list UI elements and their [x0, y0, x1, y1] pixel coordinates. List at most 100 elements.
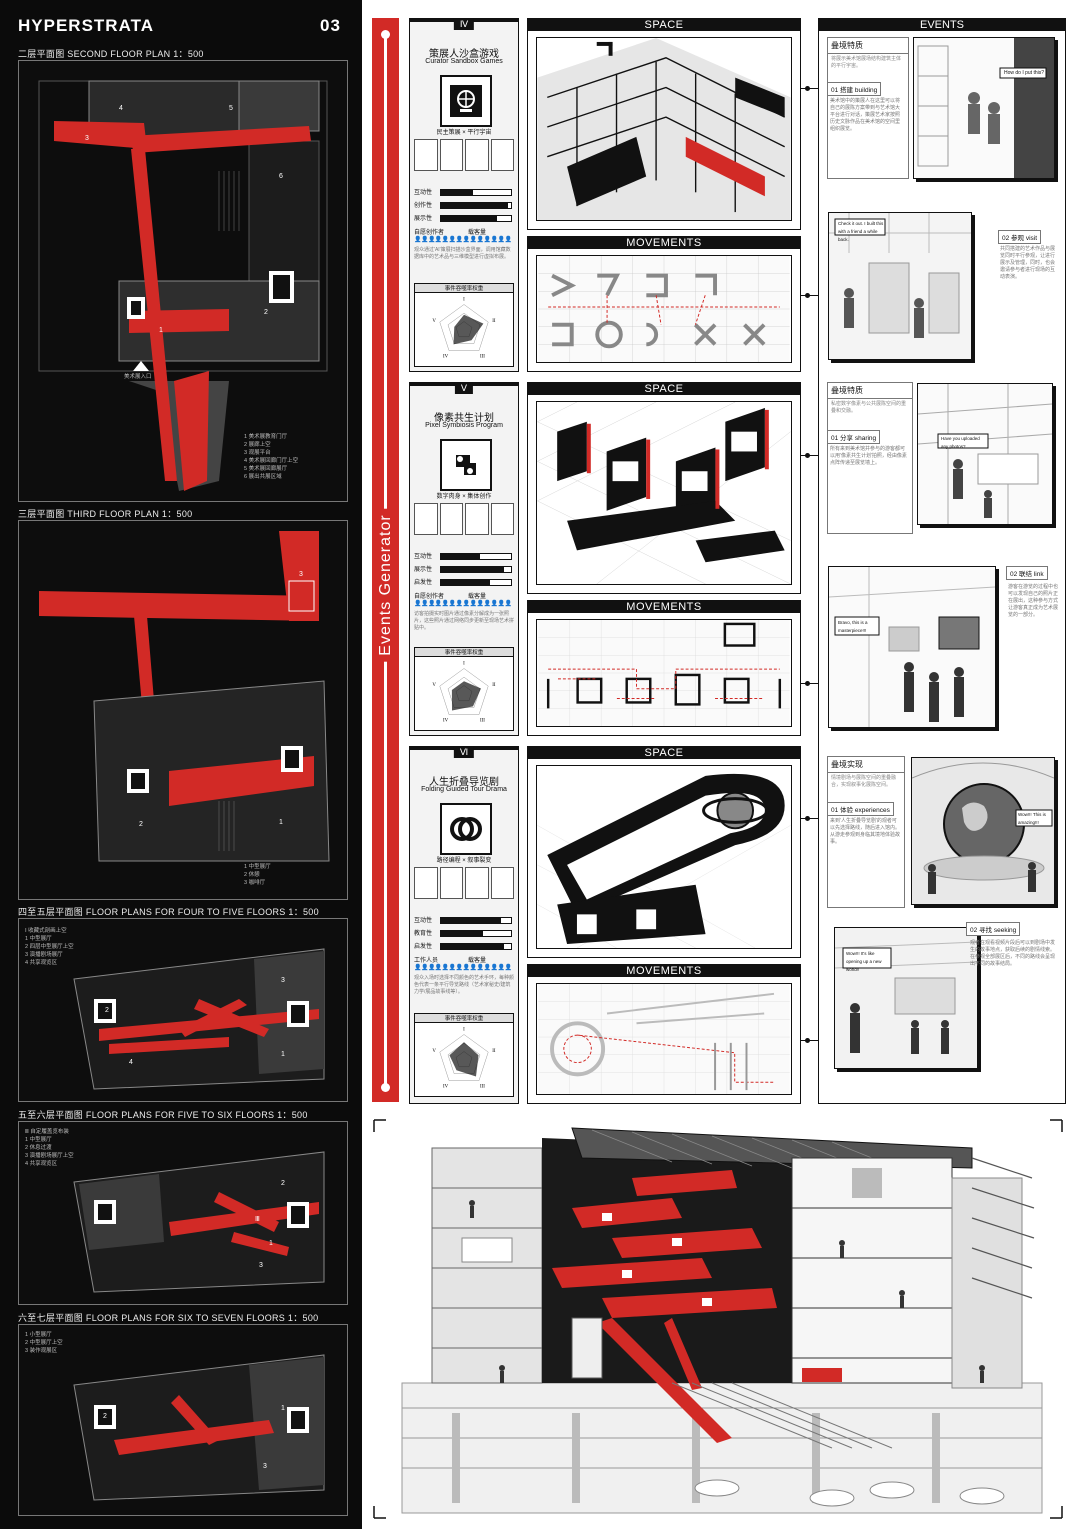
- event-step-label: 02 参观 visit: [998, 230, 1042, 244]
- plan-label: 2: [264, 309, 268, 316]
- program-title-cn: 像素共生计划: [434, 413, 494, 424]
- event-step-label: 01 搭建 building: [827, 82, 882, 96]
- movements-panel-6: MOVEMENTS: [527, 964, 801, 1104]
- plan-label: 3: [259, 1262, 263, 1269]
- speech-bubble: Wow!!! It's like opening up a new world!…: [846, 951, 882, 972]
- radar-axis-label: IV: [443, 718, 449, 723]
- program-tag: 数字肉身 × 集体创作: [436, 494, 492, 500]
- event-text-3: 叠境特质私密数字像素与公共展陈空间的重叠和交融。: [827, 382, 913, 534]
- movements-panel-5: MOVEMENTS: [527, 600, 801, 736]
- radar-grid: [439, 1034, 489, 1081]
- plan-label: 2: [281, 1180, 285, 1187]
- event-step-label: 01 分享 sharing: [827, 430, 881, 444]
- plan-caption-3f: 三层平面图 THIRD FLOOR PLAN 1：500: [18, 509, 193, 519]
- radar-shape: [451, 681, 481, 711]
- plan-3f-drawing: [39, 531, 330, 862]
- event-step-label: 02 寻找 seeking: [966, 922, 1021, 936]
- speech-bubble: How do I put this?: [1004, 70, 1045, 76]
- plan-5-6f-drawing: [73, 1151, 325, 1293]
- program-tag: 路径编程 × 叙事裂变: [436, 858, 492, 864]
- plan-caption-4-5f: 四至五层平面图 FLOOR PLANS FOR FOUR TO FIVE FLO…: [18, 907, 319, 917]
- program-sketches: [414, 503, 514, 535]
- event-step-text: 游客在游览的过程中也可以发现自己的照片正在展出，这种参与方式让游客真正成为艺术展…: [1008, 584, 1059, 618]
- plan-label: 3: [281, 977, 285, 984]
- page-number: 03: [320, 16, 341, 35]
- plan-entry-label: 美术展入口: [124, 374, 152, 380]
- plan-label: 6: [279, 173, 283, 180]
- pixel-node-icon: [440, 439, 492, 491]
- radar-grid: [447, 1042, 481, 1074]
- connector-dot: [805, 453, 810, 458]
- radar-axis-label: V: [432, 683, 436, 688]
- program-card-6: Ⅵ 人生折叠导览剧 Folding Guided Tour Drama 路径编程…: [409, 746, 519, 1104]
- event-text-5: 叠境实现情境剧场与展陈空间的重叠融合，实现叙事化展陈空间。: [827, 756, 905, 908]
- connector-dot: [805, 86, 810, 91]
- plan-label: 4: [129, 1059, 133, 1066]
- event-step-text: 观者在观看视频片段后可以到剧场中发生的故事地点，获取后续的剧情线索。在参观全部展…: [970, 940, 1056, 967]
- event-illustration-5: Wow!!! This is amazing!!!: [911, 757, 1055, 905]
- radar-axis-label: IV: [443, 1084, 449, 1089]
- plan-label: 2: [139, 821, 143, 828]
- connector-dot: [805, 816, 810, 821]
- radar-shape: [449, 1042, 479, 1077]
- radar-axis-label: IV: [443, 354, 449, 359]
- radar-shape: [453, 314, 484, 345]
- radar-axis-label: V: [432, 319, 436, 324]
- connector-dot: [805, 293, 810, 298]
- plan-label: 1: [159, 327, 163, 334]
- people-icons: 👤👤👤👤👤👤👤👤👤👤👤👤👤👤: [414, 601, 512, 607]
- plan-label: 2: [103, 1413, 107, 1420]
- program-title-en: Folding Guided Tour Drama: [421, 786, 507, 793]
- space-panel-5: SPACE: [527, 382, 801, 594]
- radar-axis-label: I: [463, 662, 465, 667]
- radar-axis-label: II: [492, 683, 496, 688]
- event-step-text: 美术馆中的策展人在这里可以将自己的展陈方案带到与艺术馆大平台进行对话，策展艺术家…: [830, 98, 901, 132]
- speech-bubble: Bravo, this is a masterpiece!!!: [838, 620, 868, 633]
- stat-fill: [441, 190, 473, 195]
- program-numeral: Ⅳ: [453, 18, 475, 30]
- stat-fill: [441, 554, 480, 559]
- space-panel-6: SPACE: [527, 746, 801, 958]
- plan-caption-5-6f: 五至六层平面图 FLOOR PLANS FOR FIVE TO SIX FLOO…: [18, 1110, 308, 1120]
- event-text-1: 叠境特质将展示美术馆展场结构建筑主体的平行宇宙。: [827, 37, 909, 179]
- program-desc: 观众通过'AI'策展扫描沙盒界面，调用馆藏数据库中的艺术品与三维模型进行虚拟布展…: [414, 247, 511, 260]
- stat-fill: [441, 580, 490, 585]
- radar-grid: [439, 668, 489, 715]
- stat-fill: [441, 216, 497, 221]
- plan-6-7f-drawing: [73, 1354, 325, 1501]
- radar-axis-label: III: [480, 354, 485, 359]
- events-panel: EVENTS: [818, 18, 1066, 1104]
- program-card-4: Ⅳ 策展人沙盒游戏 Curator Sandbox Games 民主策展 × 平…: [409, 18, 519, 372]
- program-title-en: Pixel Symbiosis Program: [425, 422, 503, 429]
- event-step-text: 共同搭建的艺术作品与展览同时平行参观，让进行展示及管理，同时，也会邀请参与者进行…: [1000, 246, 1056, 280]
- plan-4-5f-drawing: [73, 948, 325, 1090]
- plan-2f-drawing: [38, 80, 328, 491]
- event-step-text: 所有来到美术馆并参与的游客都可以用'像素共生计划'拍照，经由像素点阵传递至展览墙…: [830, 446, 907, 466]
- event-illustration-2: Check it out. I built this with a friend…: [828, 212, 972, 360]
- event-step-text: 来到'人生折叠导览剧'的观者可以先选择路线，随后进入馆内。从游走参观到身临其境地…: [830, 818, 901, 845]
- side-title: Events Generator: [373, 508, 398, 662]
- movements-panel-4: MOVEMENTS: [527, 236, 801, 372]
- people-icons: 👤👤👤👤👤👤👤👤👤👤👤👤👤👤: [414, 965, 512, 971]
- event-illustration-1: How do I put this?: [913, 37, 1055, 179]
- program-sketches: [414, 139, 514, 171]
- event-step-label: 01 体验 experiences: [827, 802, 894, 816]
- globe-icon: [440, 75, 492, 127]
- program-sketches: [414, 867, 514, 899]
- event-step-label: 02 联结 link: [1006, 566, 1048, 580]
- program-card-5: Ⅴ 像素共生计划 Pixel Symbiosis Program 数字肉身 × …: [409, 382, 519, 736]
- people-icons: 👤👤👤👤👤👤👤👤👤👤👤👤👤👤: [414, 237, 512, 243]
- speech-bubble: Wow!!! This is amazing!!!: [1018, 812, 1046, 825]
- program-numeral: Ⅵ: [453, 746, 475, 758]
- plan-label: 1: [281, 1405, 285, 1412]
- plan-caption-2f: 二层平面图 SECOND FLOOR PLAN 1：500: [18, 49, 204, 59]
- plan-label: 1: [269, 1240, 273, 1247]
- program-title-cn: 策展人沙盒游戏: [429, 49, 499, 60]
- event-illustration-4: Bravo, this is a masterpiece!!!: [828, 566, 996, 728]
- plan-label: 1: [281, 1051, 285, 1058]
- program-desc: 观众入场时选择不同颜色的艺术手环，每种颜色代表一条平行导览路线（艺术家秘史/建筑…: [414, 975, 515, 995]
- speech-bubble: Have you uploaded any photos?: [941, 436, 980, 449]
